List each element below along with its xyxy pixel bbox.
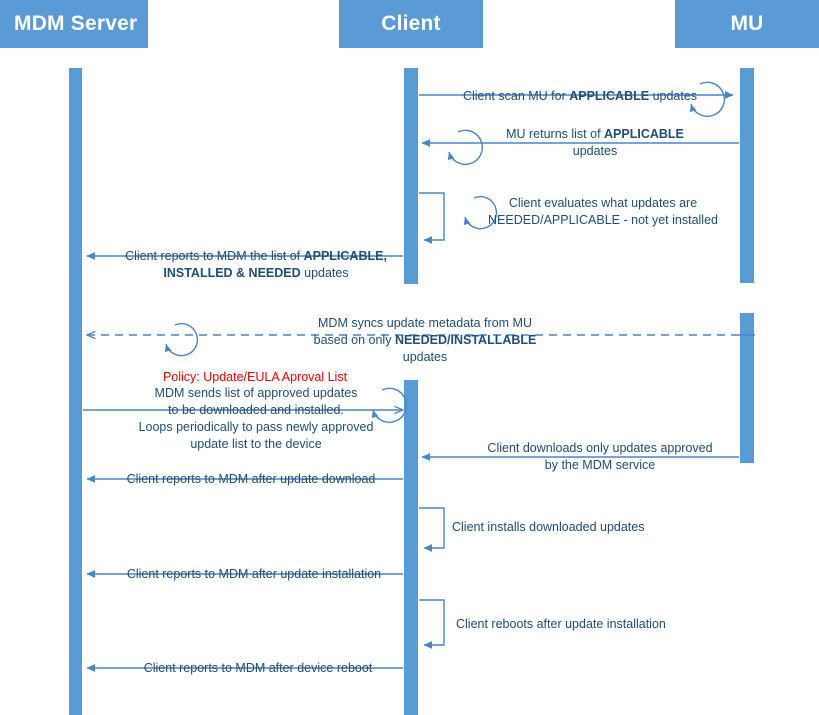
message-label-m8: Client reports to MDM after update downl… (126, 472, 376, 486)
message-selfcall-m9 (419, 507, 445, 552)
participant-label: MDM Server (14, 12, 138, 35)
message-selfcall-m3 (419, 192, 498, 244)
message-label-m1: Client scan MU for APPLICABLE updates (462, 89, 698, 103)
lifeline-client-upper (404, 68, 418, 284)
message-arrow-m2 (421, 129, 739, 165)
participant-label: MU (730, 12, 764, 35)
message-arrow-m5 (87, 322, 755, 357)
lifeline-mdm-server (69, 68, 82, 715)
participant-header-mdm-server[interactable]: MDM Server (0, 0, 148, 48)
lifeline-client-lower (404, 380, 418, 715)
message-arrow-m6 (83, 387, 408, 423)
message-label-m9: Client installs downloaded updates (452, 520, 645, 534)
lifeline-mu-upper (740, 68, 754, 283)
message-label-m4: Client reports to MDM the list of APPLIC… (125, 249, 387, 280)
participant-header-mu[interactable]: MU (675, 0, 819, 48)
participant-header-client[interactable]: Client (339, 0, 483, 48)
participant-label: Client (381, 12, 441, 35)
message-label-m12: Client reports to MDM after device reboo… (143, 661, 373, 675)
message-label-m10: Client reports to MDM after update insta… (126, 567, 382, 581)
message-selfcall-m11 (419, 599, 445, 649)
message-policy-label-m6: Policy: Update/EULA Aproval List (162, 370, 348, 384)
message-arrow-m1 (419, 81, 734, 117)
lifeline-mu-lower (740, 313, 754, 463)
message-label-m11: Client reboots after update installation (456, 617, 666, 631)
